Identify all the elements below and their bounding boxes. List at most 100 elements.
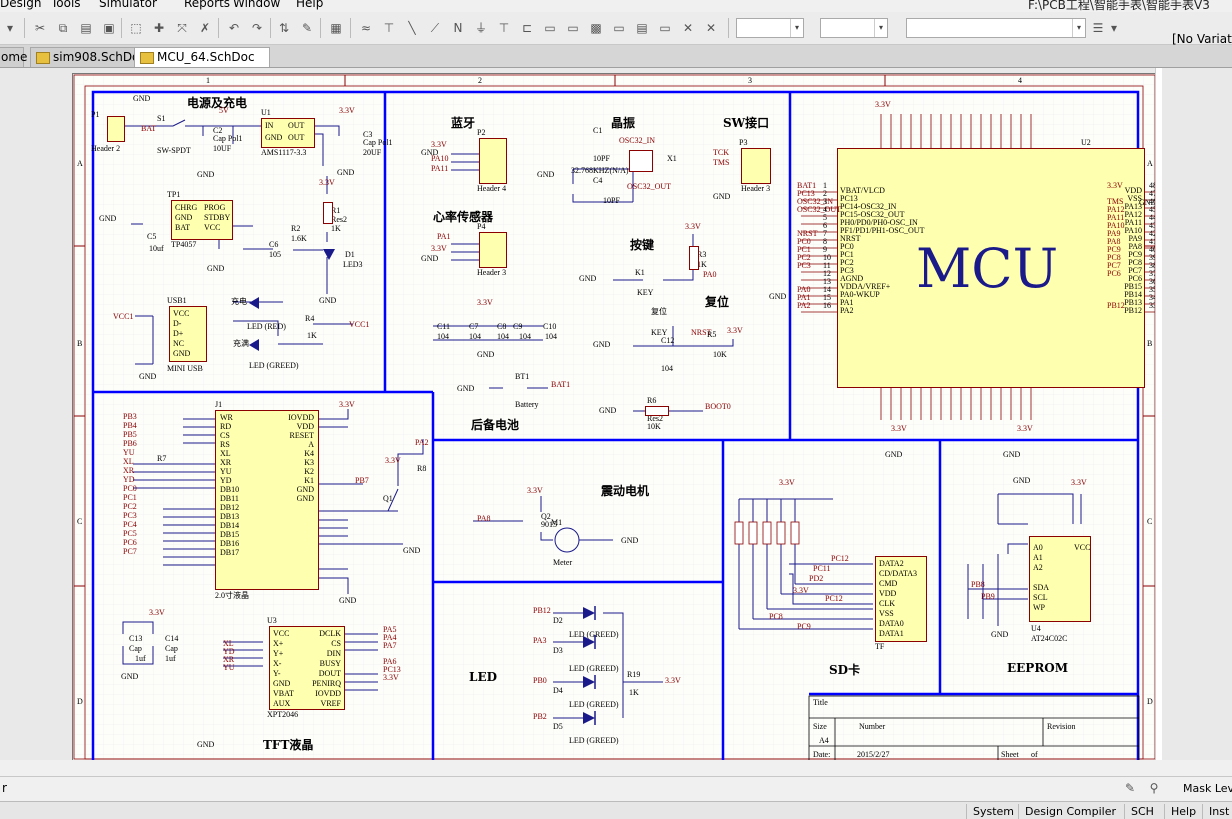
filter-icon[interactable]: ⚲ <box>1149 781 1159 795</box>
mcu-net-label: PC0 <box>797 237 811 246</box>
panel-system-button[interactable]: System <box>966 804 1020 819</box>
mcu-net-label: PA11 <box>1107 213 1125 222</box>
mcu-pin-name: VDD <box>1124 186 1142 195</box>
tab-sim908[interactable]: sim908.SchDoc <box>30 47 152 67</box>
mcu-net-label: TMS <box>1107 197 1124 206</box>
schematic-sheet[interactable]: 1 2 3 4 A B C D A B C D 电源及充电 蓝牙 晶振 SW接口… <box>72 73 1158 760</box>
move-icon[interactable]: ✚ <box>153 21 165 35</box>
c2-value: 10UF <box>213 144 232 153</box>
gnd-power-icon[interactable]: ⏚ <box>474 21 487 35</box>
gnd-label: GND <box>197 170 215 179</box>
u1-ref: U1 <box>261 108 271 117</box>
lcd-pin-name: K3 <box>304 458 314 467</box>
signal-harness-icon[interactable]: ╲ <box>408 21 416 35</box>
select-area-icon[interactable]: ⬚ <box>130 21 142 35</box>
gnd-label: GND <box>121 672 139 681</box>
list-arrow-icon[interactable]: ▾ <box>1110 21 1118 35</box>
harness-connector-icon[interactable]: ▤ <box>636 21 648 35</box>
mcu-pin-name: PC9 <box>1128 250 1142 259</box>
vcc-power-icon[interactable]: ⊤ <box>498 21 510 35</box>
mcu-pin-name: VSS <box>1127 194 1142 203</box>
cut-icon[interactable]: ✂ <box>34 21 46 35</box>
panel-sch-button[interactable]: SCH <box>1124 804 1160 819</box>
panel-design-compiler-button[interactable]: Design Compiler <box>1018 804 1122 819</box>
k1-ref: K1 <box>635 268 645 277</box>
copy-icon[interactable]: ⧉ <box>58 21 68 35</box>
undo-icon[interactable]: ↶ <box>228 21 240 35</box>
p1-header[interactable] <box>107 116 125 142</box>
schematic-workspace[interactable]: 1 2 3 4 A B C D A B C D 电源及充电 蓝牙 晶振 SW接口… <box>0 68 1232 760</box>
library-icon[interactable]: ▦ <box>330 21 342 35</box>
c-code-icon[interactable]: ▭ <box>659 21 671 35</box>
menu-simulator[interactable]: Simulator <box>99 0 157 10</box>
toolbar-combo-1[interactable]: ▾ <box>736 18 804 38</box>
device-sheet-icon[interactable]: ▩ <box>590 21 602 35</box>
gnd-label: GND <box>537 170 555 179</box>
u4-ref: U4 <box>1031 624 1041 633</box>
toolbar-combo-2[interactable]: ▾ <box>820 18 888 38</box>
clear-icon[interactable]: ✎ <box>1124 781 1136 795</box>
c7-ref: C7 <box>469 322 479 331</box>
deselect-icon[interactable]: ⤧ <box>177 21 187 35</box>
bus-icon[interactable]: ⊤ <box>383 21 395 35</box>
variation-select[interactable]: [No Variat <box>1172 32 1232 46</box>
mcu-pin-number: 34 <box>1149 293 1157 302</box>
p2-header[interactable] <box>479 138 507 184</box>
tab-mcu64[interactable]: MCU_64.SchDoc <box>134 47 270 67</box>
lcd-pin-name: K4 <box>304 449 314 458</box>
toolbar-combo-3[interactable]: ▾ <box>906 18 1086 38</box>
hierarchy-icon[interactable]: ⇅ <box>278 21 290 35</box>
mcu-pin-name: PA10 <box>1124 226 1143 235</box>
cross-probe-icon[interactable]: ✎ <box>301 21 313 35</box>
mcu-net-label <box>1107 286 1125 294</box>
usb1-connector[interactable]: VCC D- D+ NC GND <box>169 306 207 362</box>
vertical-scrollbar[interactable] <box>1155 68 1162 760</box>
part-icon[interactable]: ⊏ <box>521 21 533 35</box>
r1-body[interactable] <box>323 202 333 224</box>
r3-body[interactable] <box>689 246 699 270</box>
mcu-net-label: PC8 <box>1107 253 1121 262</box>
tab-home[interactable]: ome <box>0 47 27 67</box>
mask-level-button[interactable]: Mask Level <box>1183 782 1232 795</box>
list-icon[interactable]: ☰ <box>1092 21 1104 35</box>
xpt-pin-name: Y- <box>273 669 281 678</box>
nrst-net: NRST <box>691 328 712 337</box>
x1-crystal[interactable] <box>629 150 653 172</box>
sheet-symbol-icon[interactable]: ▭ <box>544 21 556 35</box>
led-green-label: LED (GREED) <box>569 700 619 709</box>
sheet-entry-icon[interactable]: ▭ <box>567 21 579 35</box>
port-icon[interactable]: ▭ <box>613 21 625 35</box>
lcd-pin-name: DB12 <box>220 503 240 512</box>
u1-ams1117[interactable]: IN OUT GND OUT <box>261 118 315 148</box>
dropdown-arrow-icon[interactable]: ▾ <box>6 21 14 35</box>
gnd-label: GND <box>337 168 355 177</box>
r6-body[interactable] <box>645 406 669 416</box>
clear-filter-icon[interactable]: ✗ <box>199 21 211 35</box>
panel-inst-button[interactable]: Inst <box>1202 804 1232 819</box>
no-erc-icon[interactable]: ✕ <box>682 21 694 35</box>
net-label-icon[interactable]: N <box>453 21 463 35</box>
rubber-stamp-icon[interactable]: ▣ <box>103 21 115 35</box>
gnd-label: GND <box>207 264 225 273</box>
panel-help-button[interactable]: Help <box>1164 804 1202 819</box>
paste-icon[interactable]: ▤ <box>80 21 92 35</box>
no-erc-marker-icon[interactable]: ✕ <box>705 21 717 35</box>
p3-header[interactable] <box>741 148 771 184</box>
redo-icon[interactable]: ↷ <box>251 21 263 35</box>
menu-help[interactable]: Help <box>296 0 324 10</box>
bus-entry-icon[interactable]: ⟋ <box>430 21 440 35</box>
menu-design[interactable]: Design <box>0 0 42 10</box>
menu-window[interactable]: Window <box>233 0 281 10</box>
wire-icon[interactable]: ≈ <box>360 21 372 35</box>
gnd-label: GND <box>197 740 215 749</box>
p4-header[interactable] <box>479 232 507 268</box>
tms-net: TMS <box>713 158 730 167</box>
menu-tools[interactable]: Tools <box>51 0 81 10</box>
menu-reports[interactable]: Reports <box>184 0 231 10</box>
